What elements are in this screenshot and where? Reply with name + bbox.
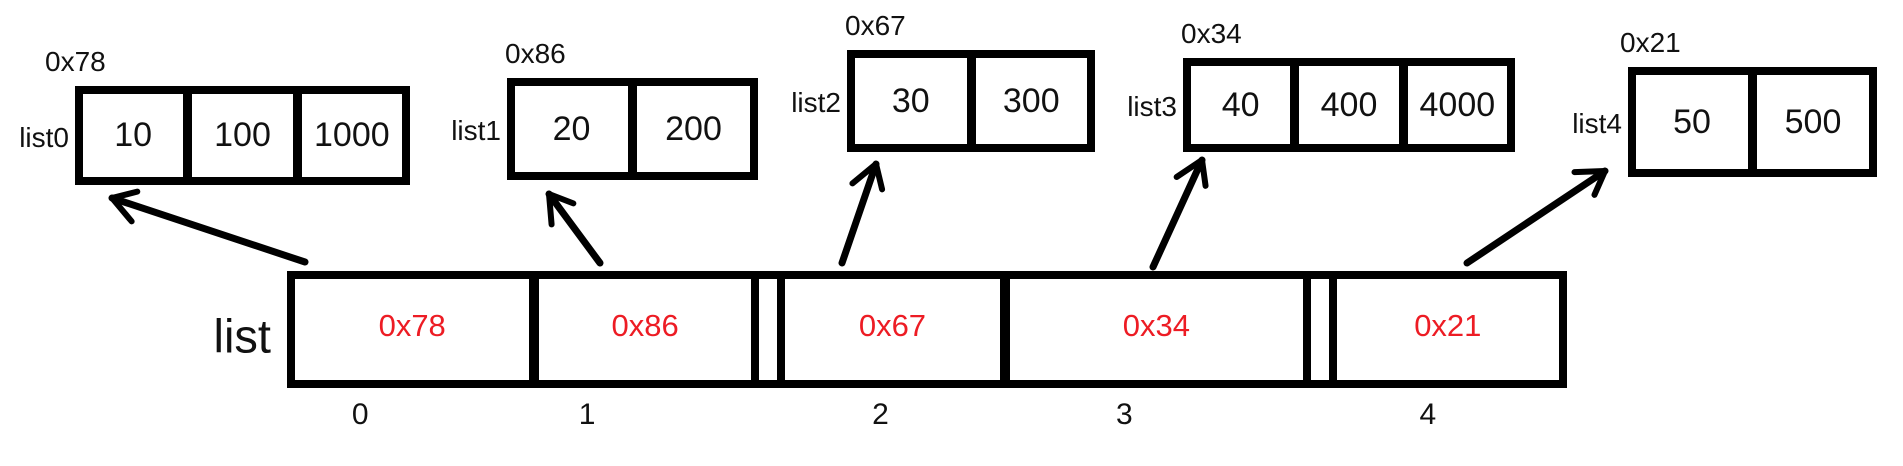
pointer-arrow-3 bbox=[1149, 156, 1209, 271]
sublist-name-label: list4 bbox=[1572, 108, 1622, 139]
sublist-address-label: 0x67 bbox=[845, 10, 906, 41]
sublist-address-label: 0x78 bbox=[45, 46, 106, 77]
sublist-box: 50 500 bbox=[1628, 67, 1877, 177]
sublist-cell: 20 bbox=[552, 109, 591, 148]
sublist-cell: 300 bbox=[966, 58, 1088, 144]
sublist-name-label: list2 bbox=[791, 87, 841, 118]
pointer-arrow-4 bbox=[1463, 167, 1609, 267]
pointer-value: 0x21 bbox=[1414, 307, 1482, 343]
sublist-address-label: 0x34 bbox=[1181, 18, 1242, 49]
pointer-arrow-1 bbox=[545, 190, 604, 267]
main-list-cell: 0x86 1 bbox=[539, 279, 750, 432]
sublist-cell: 30 bbox=[891, 81, 930, 120]
sublist-name-label: list3 bbox=[1127, 91, 1177, 122]
sublist-name-label: list1 bbox=[451, 115, 501, 146]
sublist-address-label: 0x21 bbox=[1620, 27, 1681, 58]
cell-divider bbox=[750, 279, 785, 380]
pointer-arrow-2 bbox=[838, 160, 886, 267]
sublist-list3: 0x34 list3 40 400 4000 bbox=[1127, 18, 1515, 152]
sublist-cell: 100 bbox=[183, 94, 292, 177]
sublist-box: 30 300 bbox=[847, 50, 1095, 152]
index-label: 0 bbox=[351, 398, 369, 431]
sublist-cell: 200 bbox=[628, 86, 750, 172]
main-list-cell: 0x34 3 bbox=[1010, 279, 1303, 432]
index-label: 1 bbox=[578, 398, 596, 431]
pointer-value: 0x67 bbox=[858, 307, 927, 343]
sublist-cell: 50 bbox=[1673, 102, 1711, 141]
main-list-cell: 0x78 0 bbox=[295, 279, 529, 432]
sublist-box: 10 100 1000 bbox=[75, 86, 410, 185]
index-label: 3 bbox=[1116, 398, 1133, 431]
sublist-name-label: list0 bbox=[19, 121, 69, 153]
cell-divider bbox=[1302, 279, 1337, 380]
main-list-label: list bbox=[213, 309, 271, 362]
sublist-box: 20 200 bbox=[507, 78, 758, 180]
sublist-list1: 0x86 list1 20 200 bbox=[451, 38, 758, 180]
sublist-cell: 40 bbox=[1221, 85, 1260, 124]
sublist-cell: 400 bbox=[1290, 66, 1398, 144]
main-list-box: 0x78 0 0x86 1 0x67 2 0x34 3 0x21 4 bbox=[287, 271, 1567, 432]
main-list-cell: 0x21 4 bbox=[1337, 279, 1559, 432]
main-list: list 0x78 0 0x86 1 0x67 2 0x34 3 bbox=[214, 271, 1567, 432]
cell-divider bbox=[1000, 279, 1011, 380]
pointer-arrow-0 bbox=[108, 188, 309, 266]
sublist-cell: 4000 bbox=[1398, 66, 1507, 144]
sublist-box: 40 400 4000 bbox=[1183, 58, 1515, 152]
pointer-value: 0x78 bbox=[378, 307, 446, 343]
sublist-address-label: 0x86 bbox=[505, 38, 566, 69]
index-label: 2 bbox=[872, 398, 889, 431]
sublist-list4: 0x21 list4 50 500 bbox=[1572, 27, 1877, 177]
sublist-list0: 0x78 list0 10 100 1000 bbox=[19, 46, 410, 185]
main-list-cell: 0x67 2 bbox=[785, 279, 1000, 432]
pointer-value: 0x34 bbox=[1122, 307, 1190, 343]
index-label: 4 bbox=[1419, 398, 1437, 431]
sublist-cell: 1000 bbox=[292, 94, 402, 177]
sublist-cell: 500 bbox=[1748, 75, 1869, 169]
pointer-value: 0x86 bbox=[611, 307, 679, 343]
sublist-list2: 0x67 list2 30 300 bbox=[791, 10, 1095, 152]
sublist-cell: 10 bbox=[114, 116, 153, 154]
cell-divider bbox=[529, 279, 540, 380]
